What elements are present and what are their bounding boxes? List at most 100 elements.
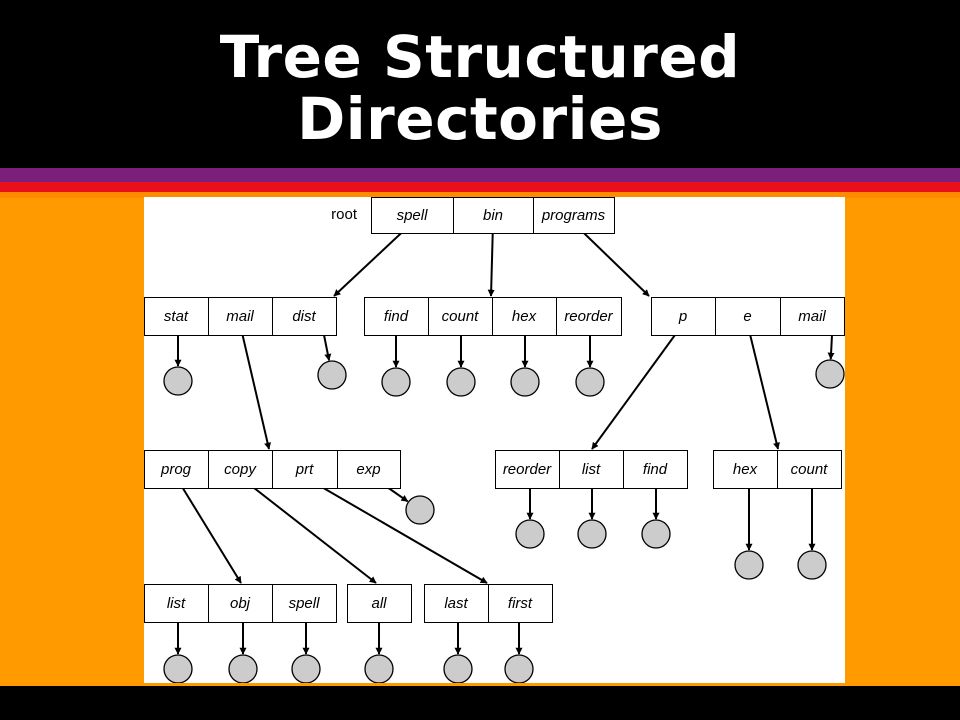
directory-entry-label: count xyxy=(442,308,480,325)
file-node-circle xyxy=(446,367,476,397)
directory-entry-label: reorder xyxy=(503,461,552,478)
slide-header: Tree Structured Directories xyxy=(0,0,960,168)
directory-spell-mail: prog copy prt exp xyxy=(144,450,401,489)
directory-entry-cell xyxy=(272,584,337,623)
tree-nodes xyxy=(163,359,845,683)
tree-edge-arrow xyxy=(572,222,650,297)
directory-entry-label: last xyxy=(444,595,468,612)
directory-entry-cell xyxy=(495,450,560,489)
directory-entry-label: prog xyxy=(160,461,192,478)
directory-entry-cell xyxy=(371,197,454,234)
directory-entry-label: hex xyxy=(512,308,537,325)
file-node-circle xyxy=(510,367,540,397)
directory-bin: find count hex reorder xyxy=(364,297,622,336)
tree-edge-arrow xyxy=(487,222,495,297)
directory-entry-label: mail xyxy=(226,308,254,325)
file-node-circle xyxy=(291,654,321,683)
file-edge-arrow xyxy=(323,334,332,361)
file-node-circle xyxy=(163,366,193,396)
tree-edge-arrow xyxy=(239,476,377,584)
tree-edges xyxy=(174,222,835,655)
tree-edge-arrow xyxy=(175,476,242,584)
file-node-circle xyxy=(163,654,193,683)
file-node-circle xyxy=(577,519,607,549)
file-node-circle xyxy=(504,654,534,683)
directory-entry-label: programs xyxy=(541,207,606,224)
file-node-circle xyxy=(797,550,827,580)
directory-entry-label: stat xyxy=(164,308,189,325)
file-node-circle xyxy=(364,654,394,683)
directory-entry-cell xyxy=(488,584,553,623)
tree-edge-arrow xyxy=(746,323,780,450)
tree-edge-arrow xyxy=(333,222,413,297)
directory-entry-label: exp xyxy=(356,461,380,478)
directory-entry-label: p xyxy=(678,308,687,325)
slide-title: Tree Structured Directories xyxy=(0,26,960,150)
file-node-circle xyxy=(405,495,435,525)
directory-entry-cell xyxy=(453,197,534,234)
directory-entry-cell xyxy=(428,297,493,336)
purple-stripe xyxy=(0,168,960,182)
tree-edge-arrow xyxy=(303,476,488,584)
file-node-circle xyxy=(317,360,347,390)
directory-entry-label: bin xyxy=(483,207,503,224)
directory-entry-label: count xyxy=(791,461,829,478)
file-edge-arrow xyxy=(827,334,835,360)
directory-entry-cell xyxy=(272,297,337,336)
directory-entry-label: list xyxy=(582,461,601,478)
directory-entry-label: obj xyxy=(230,595,251,612)
directory-entry-label: copy xyxy=(224,461,257,478)
directory-entry-label: dist xyxy=(292,308,316,325)
file-node-circle xyxy=(228,654,258,683)
slide-title-line-1: Tree Structured xyxy=(219,23,741,91)
directory-entry-cell xyxy=(492,297,557,336)
directory-entry-label: e xyxy=(743,308,751,325)
directory-entry-cell xyxy=(424,584,489,623)
orange-stripe xyxy=(0,192,960,198)
directory-entry-cell xyxy=(533,197,615,234)
directory-entry-label: find xyxy=(384,308,409,325)
tree-edge-arrow xyxy=(239,323,271,450)
directory-entry-cell xyxy=(623,450,688,489)
directory-entry-cell xyxy=(556,297,622,336)
file-edge-arrow xyxy=(387,487,409,503)
directory-programs-p: reorder list find xyxy=(495,450,688,489)
slide-title-line-2: Directories xyxy=(297,85,663,153)
directory-entry-label: spell xyxy=(397,207,429,224)
directory-entry-label: prt xyxy=(295,461,314,478)
file-node-circle xyxy=(443,654,473,683)
file-node-circle xyxy=(381,367,411,397)
red-stripe xyxy=(0,182,960,192)
directory-programs-e: hex count xyxy=(713,450,842,489)
directory-entry-cell xyxy=(364,297,429,336)
file-node-circle xyxy=(734,550,764,580)
file-node-circle xyxy=(641,519,671,549)
directory-mail-copy: all xyxy=(347,584,412,623)
directory-entry-cell xyxy=(144,450,209,489)
directory-entry-label: hex xyxy=(733,461,758,478)
directory-entry-cell xyxy=(777,450,842,489)
directory-entry-cell xyxy=(208,297,273,336)
directory-spell: stat mail dist xyxy=(144,297,337,336)
directory-entry-cell xyxy=(144,297,209,336)
file-node-circle xyxy=(575,367,605,397)
file-node-circle xyxy=(515,519,545,549)
directory-root: spell bin programs xyxy=(371,197,615,234)
directory-entry-cell xyxy=(208,450,273,489)
tree-edge-arrow xyxy=(591,323,684,450)
directory-entry-cell xyxy=(347,584,412,623)
directory-entry-label: all xyxy=(371,595,387,612)
directory-entry-label: find xyxy=(643,461,668,478)
directory-entry-cell xyxy=(337,450,401,489)
file-node-circle xyxy=(815,359,845,389)
root-label: root xyxy=(331,206,358,223)
directory-entry-label: reorder xyxy=(564,308,613,325)
slide-footer xyxy=(0,686,960,720)
directory-entry-label: spell xyxy=(289,595,321,612)
directory-entry-cell xyxy=(715,297,781,336)
